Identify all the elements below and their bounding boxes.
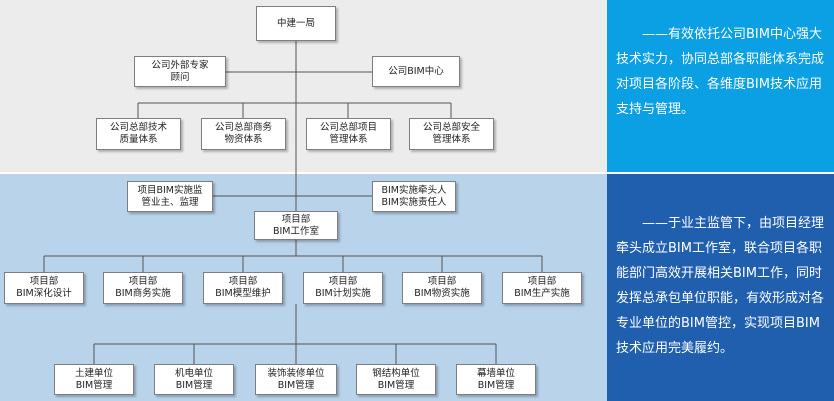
node-unit-mep-line1: 机电单位 — [174, 367, 213, 379]
node-dept-material-line2: BIM物资实施 — [414, 288, 470, 299]
node-dept-production-line2: BIM生产实施 — [514, 288, 570, 299]
node-dept-material-line1: 项目部 — [427, 276, 457, 287]
node-unit-civil: 土建单位 BIM管理 — [54, 364, 134, 395]
node-system-tech-line2: 质量体系 — [119, 134, 158, 145]
side-panel-bottom — [607, 173, 834, 401]
node-unit-decoration-line1: 装饰装修单位 — [267, 367, 325, 379]
node-dept-model-line1: 项目部 — [228, 276, 258, 287]
node-unit-steel: 钢结构单位 BIM管理 — [356, 364, 436, 395]
band-separator — [0, 172, 834, 174]
side-description-top: ——有效依托公司BIM中心强大技术实力，协同总部各职能体系完成对项目各阶段、各维… — [616, 27, 825, 117]
node-system-commerce: 公司总部商务 物资体系 — [201, 118, 286, 150]
node-system-project-line1: 公司总部项目 — [319, 122, 377, 133]
node-dept-plan: 项目部 BIM计划实施 — [303, 272, 383, 304]
node-supervision: 项目BIM实施监 管业主、监理 — [127, 181, 213, 212]
node-unit-civil-line2: BIM管理 — [75, 379, 113, 391]
node-external-experts-line2: 顾问 — [170, 71, 190, 83]
node-system-tech: 公司总部技术 质量体系 — [96, 118, 181, 150]
node-supervision-line1: 项目BIM实施监 — [137, 184, 203, 196]
node-bim-center-label: 公司BIM中心 — [388, 65, 444, 77]
node-root: 中建一局 — [256, 6, 336, 41]
node-bim-lead-line1: BIM实施牵头人 — [381, 184, 447, 196]
node-external-experts-line1: 公司外部专家 — [151, 59, 209, 71]
node-system-commerce-line2: 物资体系 — [224, 134, 263, 145]
node-dept-model-line2: BIM模型维护 — [215, 288, 271, 299]
node-dept-design-line1: 项目部 — [29, 276, 59, 287]
node-dept-plan-line2: BIM计划实施 — [315, 288, 371, 299]
node-bim-lead: BIM实施牵头人 BIM实施责任人 — [372, 181, 456, 212]
node-bim-lead-line2: BIM实施责任人 — [381, 196, 447, 208]
node-dept-material: 项目部 BIM物资实施 — [402, 272, 482, 304]
node-root-label: 中建一局 — [276, 17, 315, 29]
node-system-safety-line2: 管理体系 — [432, 134, 471, 145]
node-bim-studio: 项目部 BIM工作室 — [254, 211, 338, 240]
node-dept-design: 项目部 BIM深化设计 — [4, 272, 84, 304]
node-dept-design-line2: BIM深化设计 — [16, 288, 72, 299]
node-bim-studio-line2: BIM工作室 — [272, 225, 320, 237]
node-unit-decoration: 装饰装修单位 BIM管理 — [255, 364, 337, 395]
node-dept-model: 项目部 BIM模型维护 — [203, 272, 283, 304]
node-unit-steel-line1: 钢结构单位 — [372, 367, 420, 379]
node-supervision-line2: 管业主、监理 — [141, 196, 199, 208]
node-system-safety: 公司总部安全 管理体系 — [409, 118, 494, 150]
node-dept-commerce: 项目部 BIM商务实施 — [103, 272, 183, 304]
node-system-project-line2: 管理体系 — [329, 134, 368, 145]
node-system-tech-line1: 公司总部技术 — [109, 122, 167, 133]
node-unit-decoration-line2: BIM管理 — [277, 379, 315, 391]
node-system-commerce-line1: 公司总部商务 — [214, 122, 272, 133]
node-unit-mep-line2: BIM管理 — [175, 379, 213, 391]
node-unit-curtainwall: 幕墙单位 BIM管理 — [456, 364, 536, 395]
node-unit-curtainwall-line1: 幕墙单位 — [476, 367, 515, 379]
node-external-experts: 公司外部专家 顾问 — [134, 56, 226, 87]
node-bim-studio-line1: 项目部 — [281, 213, 311, 225]
node-dept-commerce-line1: 项目部 — [128, 276, 158, 287]
node-bim-center: 公司BIM中心 — [372, 56, 460, 87]
node-dept-production-line1: 项目部 — [527, 276, 557, 287]
node-dept-plan-line1: 项目部 — [328, 276, 358, 287]
node-unit-mep: 机电单位 BIM管理 — [154, 364, 234, 395]
side-panel-top — [607, 0, 834, 173]
node-dept-production: 项目部 BIM生产实施 — [502, 272, 582, 304]
node-dept-commerce-line2: BIM商务实施 — [115, 288, 171, 299]
node-system-safety-line1: 公司总部安全 — [422, 122, 480, 133]
node-unit-steel-line2: BIM管理 — [377, 379, 415, 391]
side-description-bottom: ——于业主监管下，由项目经理牵头成立BIM工作室，联合项目各职能部门高效开展相关… — [616, 216, 825, 356]
node-unit-civil-line1: 土建单位 — [74, 367, 113, 379]
node-system-project: 公司总部项目 管理体系 — [306, 118, 391, 150]
node-unit-curtainwall-line2: BIM管理 — [477, 379, 515, 391]
